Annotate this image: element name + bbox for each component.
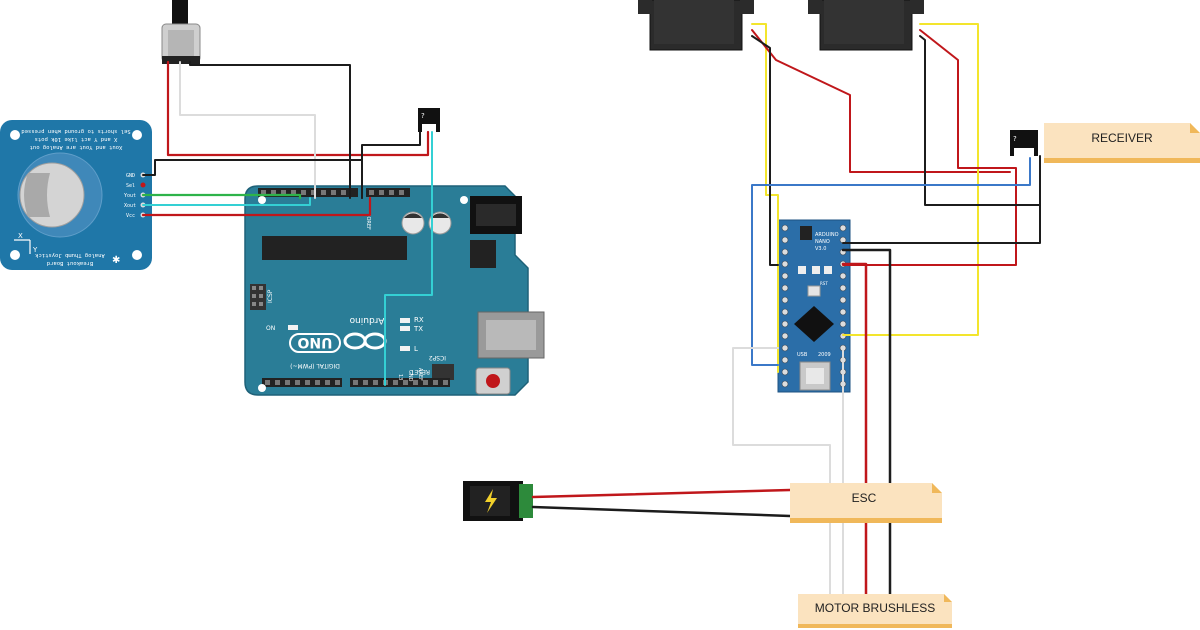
uno-header-digital-right <box>350 378 450 387</box>
joystick-note-1: Sel shorts to ground when pressed <box>21 128 130 134</box>
adafruit-star-icon: ✱ <box>112 255 120 266</box>
wire-servo2-red <box>842 29 1017 266</box>
uno-icsp2-header <box>432 364 454 380</box>
uno-aref-label: AREF <box>417 368 423 381</box>
joystick-breakout-board[interactable]: Sel shorts to ground when pressed X and … <box>0 120 152 270</box>
servo-right[interactable] <box>808 0 924 51</box>
unknown-component-uno[interactable]: ? <box>418 108 440 132</box>
wire-servo2-black <box>919 35 1041 206</box>
uno-header-analog-top <box>258 188 358 197</box>
uno-pin13-label: 13 <box>397 374 403 380</box>
wire-pot-white <box>179 61 316 199</box>
wire-rx-black <box>842 155 1041 244</box>
uno-brand-label: Arduino <box>349 315 384 325</box>
nano-reset-button[interactable] <box>807 285 821 297</box>
dc-power-jack[interactable] <box>463 481 533 521</box>
uno-rx-label: RX <box>414 316 424 324</box>
uno-mount-hole <box>460 196 468 204</box>
nano-rst-label: RST <box>820 281 828 286</box>
joystick-pin-gnd: GND <box>126 173 135 179</box>
esc-note[interactable]: ESC <box>790 483 942 523</box>
wire-joy-green <box>141 193 302 200</box>
arduino-nano-board[interactable]: ARDUINO NANO V3.0 RST 2009 USB <box>777 219 851 393</box>
uno-on-label: ON <box>266 325 275 332</box>
potentiometer-shaft[interactable] <box>172 0 188 26</box>
uno-gnd-label: GND <box>407 370 413 382</box>
uno-reset-knob[interactable] <box>486 374 500 388</box>
joystick-pin-xout: Xout <box>124 203 136 209</box>
motor-note-label: MOTOR BRUSHLESS <box>815 601 935 615</box>
joystick-axis-icon <box>14 239 31 254</box>
joystick-note-2: X and Y act like 10k pots <box>35 136 118 142</box>
nano-line1: ARDUINO <box>815 232 839 238</box>
potentiometer[interactable] <box>161 0 201 64</box>
wire-joy-cyan <box>142 197 311 206</box>
joystick-pin-yout: Yout <box>124 193 136 199</box>
uno-icsp-label: ICSP <box>267 289 274 303</box>
uno-tx-led <box>400 318 410 323</box>
receiver-component[interactable]: ? <box>1010 130 1038 156</box>
uno-rx-led <box>400 326 410 331</box>
joystick-axis-y: Y <box>32 246 38 254</box>
receiver-component-label: ? <box>1013 135 1017 143</box>
uno-icsp2-label: ICSP2 <box>429 354 446 361</box>
uno-header-digital-left <box>262 378 342 387</box>
wire-esc-black <box>531 505 792 518</box>
uno-ioref-label: IOREF <box>365 215 371 230</box>
nano-usb-label: USB <box>797 352 808 358</box>
arduino-uno-board[interactable]: ICSP RESET ICSP2 UNO Arduino RX TX L ON … <box>244 185 545 396</box>
uno-mount-hole <box>258 196 266 204</box>
uno-l-led <box>400 346 410 351</box>
esc-note-label: ESC <box>852 491 877 505</box>
wire-pot-black <box>189 61 351 199</box>
unknown-component-uno-label: ? <box>421 112 425 120</box>
motor-note[interactable]: MOTOR BRUSHLESS <box>798 594 952 628</box>
uno-digital-label: DIGITAL (PWM~) <box>290 362 340 369</box>
uno-reset-label: RESET <box>410 368 430 375</box>
servo-left[interactable] <box>638 0 754 51</box>
power-bolt-icon <box>485 489 497 513</box>
uno-header-power-top <box>366 188 410 197</box>
nano-line2: NANO <box>815 239 830 245</box>
nano-line3: V3.0 <box>815 246 826 252</box>
uno-logo-pill <box>289 333 341 353</box>
joystick-pin-vcc: Vcc <box>126 213 135 219</box>
nano-year: 2009 <box>818 352 831 358</box>
wire-servo1-red <box>751 29 1011 173</box>
wire-joy-red <box>141 196 372 217</box>
wire-comp-cyan <box>384 131 433 386</box>
receiver-note-label: RECEIVER <box>1091 131 1153 145</box>
wire-servo1-black <box>751 35 779 266</box>
uno-on-led <box>288 325 298 330</box>
uno-model-label: UNO <box>297 334 332 350</box>
wire-joy-black <box>142 159 363 199</box>
uno-l-label: L <box>414 345 418 353</box>
wire-servo1-yellow <box>751 23 779 373</box>
nano-mcu-chip <box>794 306 834 342</box>
wire-rx-blue <box>751 157 1031 366</box>
wire-pot-red <box>166 60 430 157</box>
uno-regulator <box>470 240 496 268</box>
wire-servo2-yellow <box>842 23 979 336</box>
joystick-board-suffix: Breakout Board <box>47 260 93 266</box>
joystick-note-3: Xout and Yout are Analog out <box>30 144 123 150</box>
uno-mcu-chip <box>262 236 407 260</box>
uno-tx-label: TX <box>413 325 423 333</box>
joystick-axis-x: X <box>18 232 23 240</box>
wire-esc-red <box>531 488 792 499</box>
receiver-note[interactable]: RECEIVER <box>1044 123 1200 163</box>
joystick-board-name: Analog Thumb Joystick <box>35 252 105 258</box>
uno-mount-hole <box>258 384 266 392</box>
joystick-pin-sel: Sel <box>126 183 135 189</box>
